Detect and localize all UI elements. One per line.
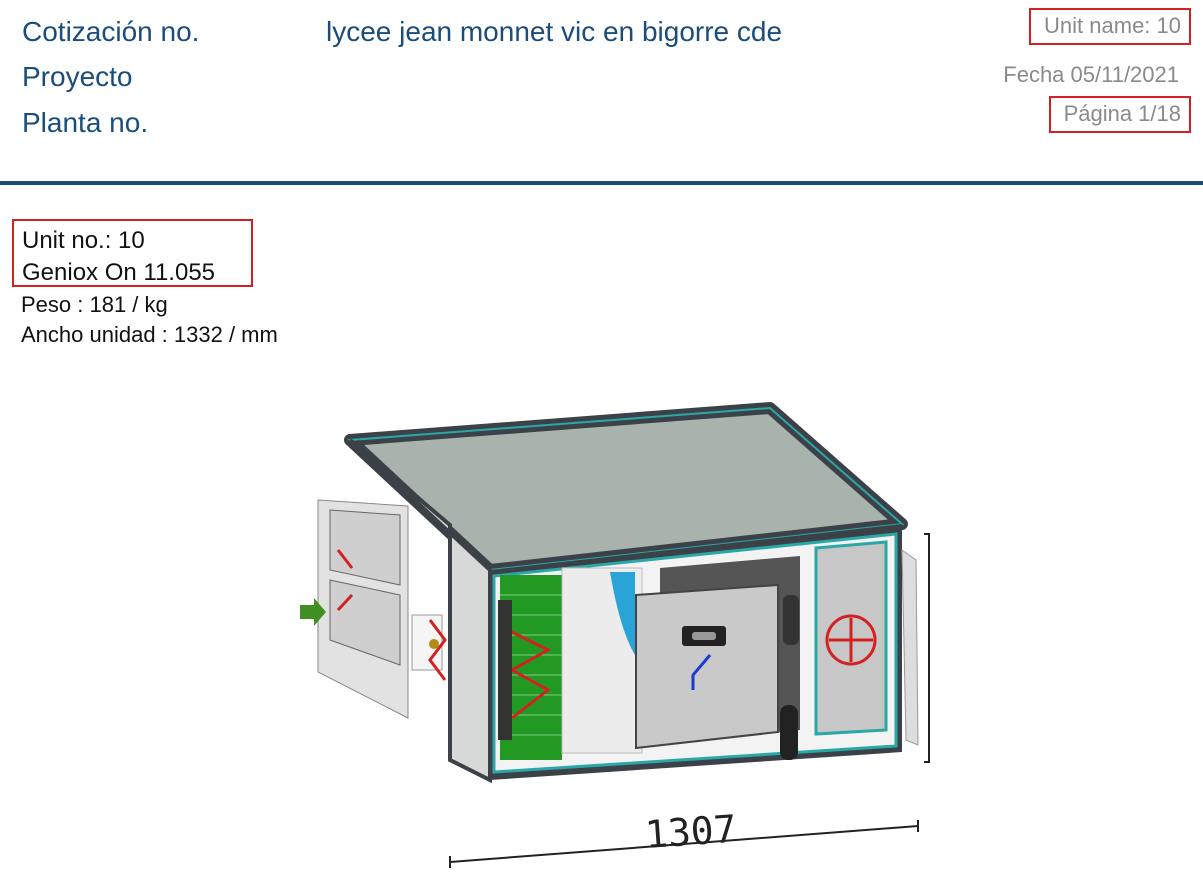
project-name: lycee jean monnet vic en bigorre cde bbox=[326, 16, 783, 47]
unit-number: Unit no.: 10 bbox=[22, 227, 145, 254]
unit-width: Ancho unidad : 1332 / mm bbox=[21, 322, 278, 347]
unit-3d-drawing: 1307 632 bbox=[300, 402, 930, 868]
header-divider bbox=[0, 181, 1203, 185]
length-dimension: 1307 bbox=[644, 807, 738, 857]
quote-number-label: Cotización no. bbox=[22, 16, 200, 47]
project-label: Proyecto bbox=[22, 61, 133, 92]
document-date: Fecha 05/11/2021 bbox=[1003, 62, 1179, 87]
unit-model: Geniox On 11.055 bbox=[22, 259, 216, 286]
unit-weight: Peso : 181 / kg bbox=[21, 292, 168, 317]
plant-number-label: Planta no. bbox=[22, 107, 149, 138]
unit-name: Unit name: 10 bbox=[1029, 8, 1191, 45]
page-number: Página 1/18 bbox=[1048, 96, 1191, 133]
unit-info-box: Unit no.: 10 Geniox On 11.055 bbox=[12, 219, 253, 287]
